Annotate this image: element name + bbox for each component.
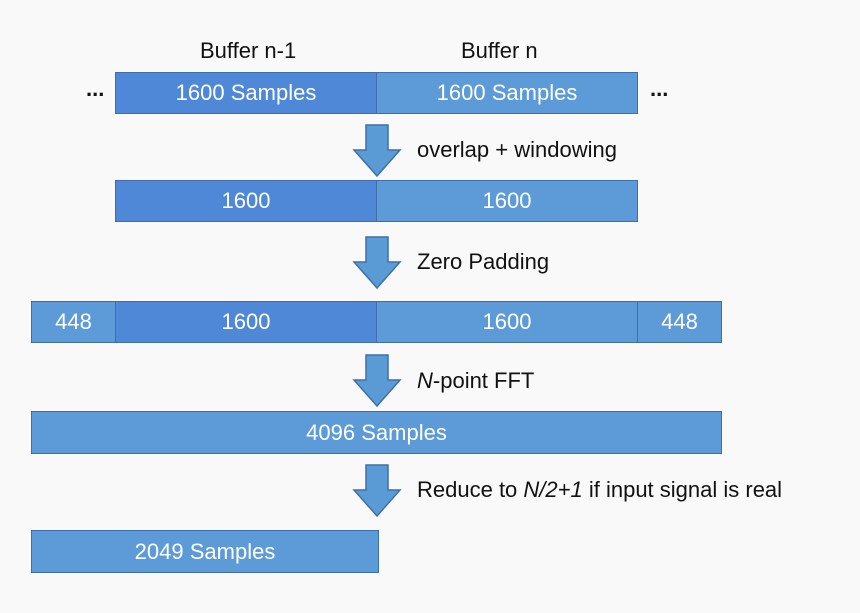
reduced-output-block: 2049 Samples xyxy=(31,530,379,573)
ellipsis-right: ... xyxy=(650,76,669,101)
pad-left-block: 448 xyxy=(31,301,116,343)
reduce-prefix: Reduce to xyxy=(417,477,524,502)
buffer-cur-header: Buffer n xyxy=(461,38,538,63)
down-arrow-icon xyxy=(352,464,402,518)
step-overlap-label: overlap + windowing xyxy=(417,137,617,162)
buffer-prev-header: Buffer n-1 xyxy=(200,38,297,63)
pad-right-block: 448 xyxy=(637,301,722,343)
down-arrow-icon xyxy=(352,236,402,290)
reduce-formula-italic: N/2+1 xyxy=(523,477,583,502)
step-fft-label: N-point FFT xyxy=(417,368,534,394)
down-arrow-icon xyxy=(352,124,402,178)
reduce-suffix: if input signal is real xyxy=(582,477,783,502)
fft-n-italic: N xyxy=(417,368,433,393)
step-zero-padding-label: Zero Padding xyxy=(417,249,550,274)
step-reduce-label: Reduce to N/2+1 if input signal is real xyxy=(417,477,782,503)
padded-cur-block: 1600 xyxy=(376,301,638,343)
buffer-prev-block: 1600 Samples xyxy=(115,72,377,114)
padded-prev-block: 1600 xyxy=(115,301,377,343)
fft-label-rest: -point FFT xyxy=(432,368,535,393)
ellipsis-left: ... xyxy=(86,76,105,101)
down-arrow-icon xyxy=(352,354,402,408)
windowed-prev-block: 1600 xyxy=(115,180,377,222)
windowed-cur-block: 1600 xyxy=(376,180,638,222)
fft-output-block: 4096 Samples xyxy=(31,411,722,454)
buffer-cur-block: 1600 Samples xyxy=(376,72,638,114)
